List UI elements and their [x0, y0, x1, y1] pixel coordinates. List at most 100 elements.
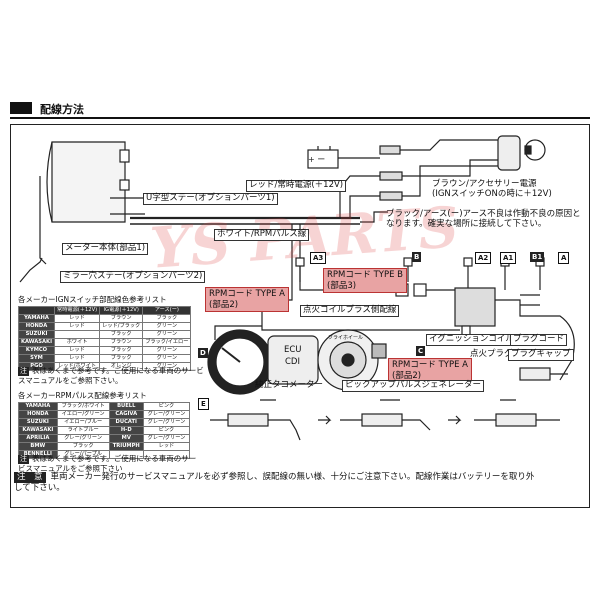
note2-key: 注: [18, 455, 29, 464]
maker-cell: CAGIVA: [108, 410, 144, 419]
ecu-label: ECU: [284, 345, 302, 355]
ignition-coil-label: イグニッションコイル: [426, 334, 517, 346]
spark-plug-label: 点火プラグ: [470, 349, 513, 359]
maker-cell: MV: [108, 434, 144, 443]
table-cell: レッド/ホワイト: [54, 362, 101, 371]
table-cell: グレー/グリーン: [56, 434, 110, 443]
table-header-cell: [17, 306, 56, 315]
table-cell: グリーン: [142, 330, 192, 339]
rpm-type-a-line1: RPMコード TYPE A: [209, 289, 285, 299]
diagram-frame: [10, 124, 590, 508]
table-cell: ブラック/ホワイト: [56, 402, 110, 411]
caution-text2: して下さい。: [14, 483, 65, 494]
table-cell: レッド: [54, 314, 101, 323]
rpm-type-b-line2: (部品3): [327, 280, 357, 291]
red-power-label: レッド/常時電源(＋12V): [246, 180, 347, 192]
note2-text1: 表はあくまで参考です。ご使用になる車両のサー: [32, 454, 197, 463]
table-header-cell: アース(ー): [142, 306, 192, 315]
maker-cell: HONDA: [18, 410, 58, 419]
table-cell: グレー/グリーン: [142, 410, 191, 419]
table-cell: レッド: [54, 346, 101, 355]
table-cell: グリーン: [142, 354, 192, 363]
badge-c: C: [416, 346, 426, 356]
plug-cap-label: プラグキャップ: [508, 349, 574, 361]
table-cell: ブラック/イエロー: [142, 338, 192, 347]
table-cell: ブラウン: [99, 314, 144, 323]
table-cell: レッド/ブラック: [99, 322, 144, 331]
maker-cell: KYMCO: [17, 346, 56, 355]
black-earth-line2: なります。確実な場所に接続して下さい。: [386, 218, 547, 229]
badge-d: D: [198, 348, 208, 358]
maker-cell: KAWASAKI: [17, 338, 56, 347]
black-earth-line1: ブラック/アース(ー)アース不良は作動不良の原因と: [386, 209, 581, 219]
table-cell: [142, 450, 191, 459]
badge-b: B: [412, 252, 422, 262]
genuine-tacho-label: 純正タコメーター: [255, 380, 324, 390]
badge-b1: B1: [530, 252, 545, 262]
u-stay-shape: [110, 197, 145, 215]
table-header: 常時電源(＋12V) IG電源(＋12V) アース(ー): [17, 306, 192, 315]
table-cell: イエロー/ブルー: [56, 418, 110, 427]
table2-title: 各メーカーRPMパルス配線参考リスト: [18, 391, 147, 400]
table-cell: ブラック: [142, 314, 192, 323]
table-cell: グレー/グリーン: [142, 418, 191, 427]
black-earth-label: ブラック/アース(ー)アース不良は作動不良の原因と なります。確実な場所に接続し…: [386, 209, 581, 230]
u-stay-label: U字型ステー(オプションパーツ1): [143, 193, 278, 205]
table-cell: ブラック: [99, 354, 144, 363]
header-bar: [10, 102, 32, 114]
svg-text:+ ー: + ー: [308, 155, 325, 164]
badge-a1: A1: [500, 252, 517, 264]
rpm-type-b-line1: RPMコード TYPE B: [327, 270, 403, 280]
table-cell: ホワイト: [54, 338, 101, 347]
maker-cell: BUELL: [108, 402, 144, 411]
caution-text1: 車両メーカー発行のサービスマニュアルを必ず参照し、誤配線の無い様、十分にご注意下…: [50, 472, 535, 482]
table-cell: イエロー/グリーン: [56, 410, 110, 419]
note1-key: 注: [18, 367, 29, 376]
mirror-stay-shape: [19, 257, 43, 283]
flywheel-label: フライホイール: [328, 335, 364, 341]
badge-a2: A2: [475, 252, 492, 264]
rpm-type-b-label: RPMコード TYPE B (部品3): [323, 268, 407, 294]
maker-cell: SUZUKI: [18, 418, 58, 427]
badge-e: E: [198, 398, 209, 410]
rpm-type-a-line2: (部品2): [209, 299, 239, 310]
plug-cord-label: プラグコード: [510, 334, 568, 346]
maker-cell: SUZUKI: [17, 330, 56, 339]
rpm-type-a2-line2: (部品2): [392, 370, 422, 381]
brown-acc-line2: (IGNスイッチONの時に＋12V): [432, 188, 552, 199]
meter-leader: [39, 176, 47, 265]
maker-cell: BMW: [18, 442, 58, 451]
white-rpm-label: ホワイト/RPMパルス線: [214, 229, 310, 241]
maker-cell: YAMAHA: [18, 402, 58, 411]
rpm-type-a2-label: RPMコード TYPE A (部品2): [388, 358, 472, 384]
table-cell: ブラウン: [99, 338, 144, 347]
maker-cell: DUCATI: [108, 418, 144, 427]
table-cell: ピンク: [142, 402, 191, 411]
page-title: 配線方法: [40, 103, 84, 116]
badge-a: A: [558, 252, 570, 264]
coil-plus-label: 点火コイルプラス側配線: [300, 305, 400, 317]
pickup-gen-label: ピックアップパルスジェネレーター: [342, 380, 485, 392]
brown-acc-line1: ブラウン/アクセサリー電源: [432, 179, 537, 189]
table-cell: レッド: [142, 442, 191, 451]
maker-cell: SYM: [17, 354, 56, 363]
table-cell: ブラック: [56, 442, 110, 451]
table-cell: ブラック: [99, 346, 144, 355]
table-header-cell: 常時電源(＋12V): [54, 306, 101, 315]
table-cell: グリーン: [142, 322, 192, 331]
note2: 注表はあくまで参考です。ご使用になる車両のサー ビスマニュアルをご参照下さい: [18, 454, 196, 473]
maker-cell: KAWASAKI: [18, 426, 58, 435]
table-cell: グリーン: [142, 346, 192, 355]
